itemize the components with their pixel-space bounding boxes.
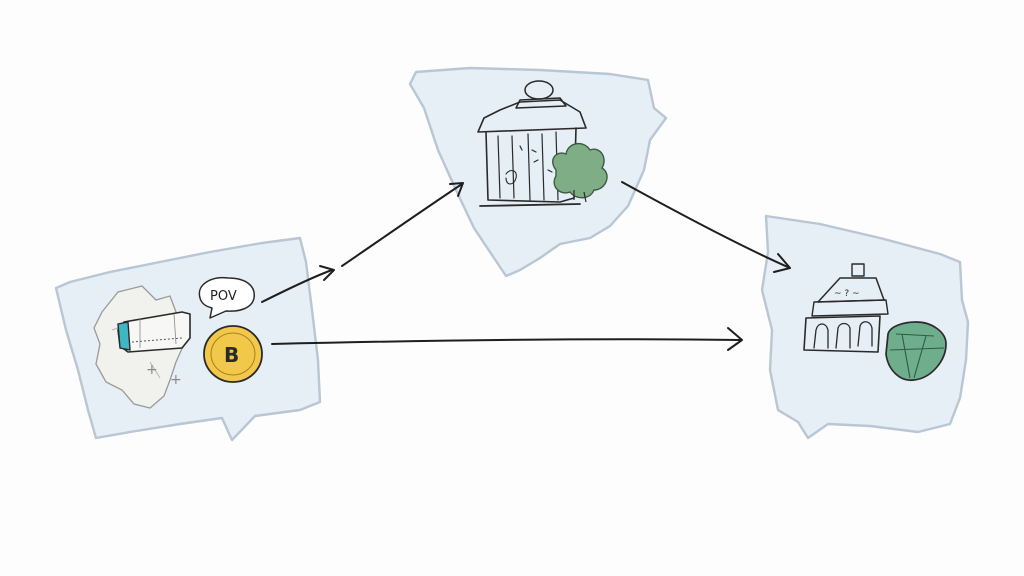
shrub-icon xyxy=(552,143,608,203)
middle-panel-background xyxy=(408,66,668,278)
svg-text:~ ? ~: ~ ? ~ xyxy=(834,289,860,299)
arrow-source-to-middle xyxy=(261,182,464,303)
target-panel: ~ ? ~ xyxy=(760,214,970,440)
svg-text:+: + xyxy=(146,362,158,378)
source-panel: + + POV B xyxy=(54,236,322,442)
gemstone-icon xyxy=(885,321,947,381)
gold-building-icon: ~ ? ~ xyxy=(803,263,889,353)
speech-bubble-label: POV xyxy=(210,289,237,304)
svg-text:+: + xyxy=(170,372,182,388)
speech-bubble: POV xyxy=(198,276,255,319)
bitcoin-coin-symbol: B xyxy=(224,343,239,367)
arrow-middle-to-target xyxy=(621,181,791,273)
arrow-source-to-target xyxy=(271,327,743,351)
bitcoin-coin-icon: B xyxy=(203,325,263,383)
vr-headset-icon xyxy=(117,311,191,353)
middle-panel xyxy=(408,66,668,278)
target-panel-background xyxy=(760,214,970,440)
